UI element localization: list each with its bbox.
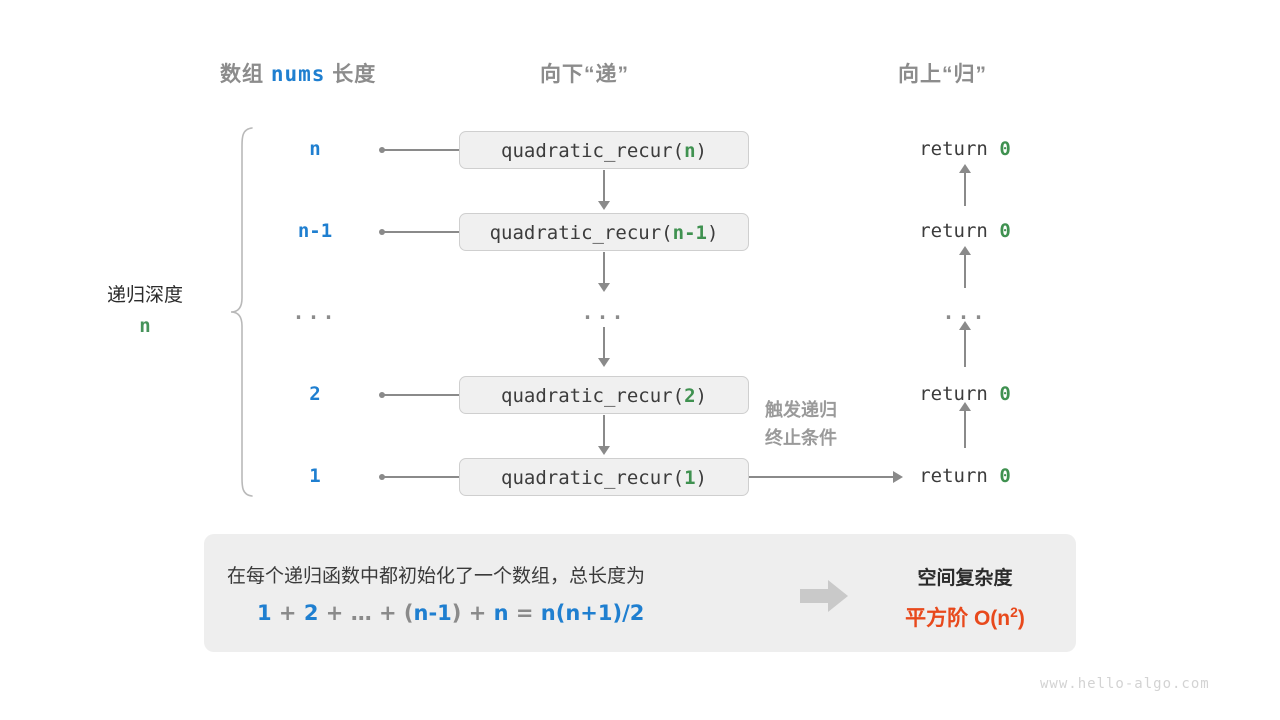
up-arrow-line-2-1 bbox=[964, 255, 966, 288]
function-call-suffix: ) bbox=[695, 385, 707, 407]
function-call-suffix: ) bbox=[695, 140, 707, 162]
formula-op-3: + bbox=[371, 601, 404, 625]
formula-op-1: + bbox=[271, 601, 304, 625]
formula-equals: = bbox=[508, 601, 541, 625]
down-arrow-head-0-1 bbox=[598, 201, 610, 210]
termination-annotation-line2: 终止条件 bbox=[765, 428, 837, 448]
connector-line-row-0 bbox=[383, 149, 461, 151]
function-call-prefix: quadratic_recur( bbox=[501, 140, 685, 162]
return-value: 0 bbox=[999, 220, 1011, 242]
header-array-length: 数组 nums 长度 bbox=[220, 58, 376, 88]
array-length-row-4: 1 bbox=[309, 465, 321, 487]
function-call-prefix: quadratic_recur( bbox=[501, 385, 685, 407]
down-arrow-line-2-3 bbox=[603, 327, 605, 358]
array-length-row-3: 2 bbox=[309, 383, 321, 405]
termination-annotation-line1: 触发递归 bbox=[765, 400, 837, 420]
return-value: 0 bbox=[999, 465, 1011, 487]
recursion-depth-label: 递归深度 bbox=[106, 285, 183, 306]
function-call-arg: n-1 bbox=[672, 222, 707, 244]
up-arrow-head-4-3 bbox=[959, 402, 971, 411]
down-arrow-line-1-2 bbox=[603, 252, 605, 283]
function-call-box-row-4[interactable]: quadratic_recur(1) bbox=[459, 458, 749, 496]
function-call-prefix: quadratic_recur( bbox=[489, 222, 673, 244]
return-value: 0 bbox=[999, 383, 1011, 405]
up-arrow-head-1-0 bbox=[959, 164, 971, 173]
formula-term-2: 2 bbox=[303, 601, 319, 625]
up-arrow-line-1-0 bbox=[964, 173, 966, 206]
function-call-suffix: ) bbox=[695, 467, 707, 489]
summary-complexity: 平方阶 O(n2) bbox=[880, 602, 1050, 632]
recursion-depth-value: n bbox=[139, 315, 151, 337]
down-arrow-head-3-4 bbox=[598, 446, 610, 455]
up-arrow-line-4-3 bbox=[964, 411, 966, 448]
function-call-suffix: ) bbox=[706, 222, 719, 244]
connector-dot-row-3 bbox=[379, 392, 385, 398]
summary-arrow-icon bbox=[800, 578, 850, 619]
up-arrow-head-3-2 bbox=[959, 321, 971, 330]
complexity-big-o: O(n bbox=[973, 607, 1011, 630]
function-call-arg: n bbox=[684, 140, 696, 162]
header-array-prefix: 数组 bbox=[220, 63, 271, 86]
header-return-up: 向上“归” bbox=[898, 63, 987, 86]
down-arrow-line-3-4 bbox=[603, 415, 605, 446]
recursion-depth-label-group: 递归深度 n bbox=[85, 280, 205, 337]
function-call-box-row-3[interactable]: quadratic_recur(2) bbox=[459, 376, 749, 414]
formula-op-4: + bbox=[461, 601, 494, 625]
formula-ellipsis: … bbox=[350, 601, 372, 625]
summary-title: 空间复杂度 bbox=[917, 568, 1013, 589]
array-length-row-0: n bbox=[309, 138, 321, 160]
up-arrow-line-3-2 bbox=[964, 330, 966, 367]
connector-dot-row-0 bbox=[379, 147, 385, 153]
formula-term-5: n bbox=[493, 601, 509, 625]
connector-line-row-1 bbox=[383, 231, 461, 233]
down-arrow-head-2-3 bbox=[598, 358, 610, 367]
complexity-close-paren: ) bbox=[1017, 607, 1025, 630]
termination-annotation: 触发递归 终止条件 bbox=[765, 396, 837, 452]
return-keyword: return bbox=[919, 138, 1000, 160]
connector-line-row-3 bbox=[383, 394, 461, 396]
return-value: 0 bbox=[999, 138, 1011, 160]
complexity-exponent: 2 bbox=[1010, 604, 1018, 620]
function-call-arg: 1 bbox=[684, 467, 696, 489]
function-call-arg: 2 bbox=[684, 385, 696, 407]
header-recurse-down: 向下“递” bbox=[540, 63, 629, 86]
return-statement-row-3: return 0 bbox=[895, 383, 1035, 405]
formula-result: n(n+1)/2 bbox=[540, 601, 645, 625]
formula-lparen: ( bbox=[403, 601, 414, 625]
return-keyword: return bbox=[919, 383, 1000, 405]
array-length-row-1: n-1 bbox=[297, 220, 333, 242]
termination-arrow-line bbox=[749, 476, 894, 478]
array-length-row-2: ... bbox=[292, 300, 338, 324]
formula-rparen: ) bbox=[451, 601, 462, 625]
connector-dot-row-1 bbox=[379, 229, 385, 235]
formula-term-4: n-1 bbox=[413, 601, 452, 625]
function-call-ellipsis-row-2: ... bbox=[581, 300, 627, 324]
return-statement-row-4: return 0 bbox=[895, 465, 1035, 487]
return-ellipsis-row-2: ... bbox=[942, 300, 988, 324]
summary-description: 在每个递归函数中都初始化了一个数组，总长度为 bbox=[227, 566, 646, 587]
function-call-prefix: quadratic_recur( bbox=[501, 467, 685, 489]
connector-dot-row-4 bbox=[379, 474, 385, 480]
down-arrow-line-0-1 bbox=[603, 170, 605, 201]
summary-formula: 1 + 2 + … + (n-1) + n = n(n+1)/2 bbox=[257, 601, 644, 625]
complexity-label: 平方阶 bbox=[905, 607, 974, 630]
watermark: www.hello-algo.com bbox=[1040, 676, 1210, 692]
formula-term-1: 1 bbox=[257, 601, 272, 625]
termination-arrow-head bbox=[893, 471, 903, 483]
return-keyword: return bbox=[919, 220, 1000, 242]
function-call-box-row-0[interactable]: quadratic_recur(n) bbox=[459, 131, 749, 169]
summary-panel bbox=[204, 534, 1076, 652]
depth-brace bbox=[228, 126, 258, 503]
connector-line-row-4 bbox=[383, 476, 461, 478]
down-arrow-head-1-2 bbox=[598, 283, 610, 292]
return-statement-row-0: return 0 bbox=[895, 138, 1035, 160]
formula-op-2: + bbox=[318, 601, 351, 625]
header-array-code: nums bbox=[270, 62, 326, 86]
header-array-suffix: 长度 bbox=[325, 63, 377, 86]
return-statement-row-1: return 0 bbox=[895, 220, 1035, 242]
up-arrow-head-2-1 bbox=[959, 246, 971, 255]
function-call-box-row-1[interactable]: quadratic_recur(n-1) bbox=[459, 213, 749, 251]
return-keyword: return bbox=[919, 465, 1000, 487]
